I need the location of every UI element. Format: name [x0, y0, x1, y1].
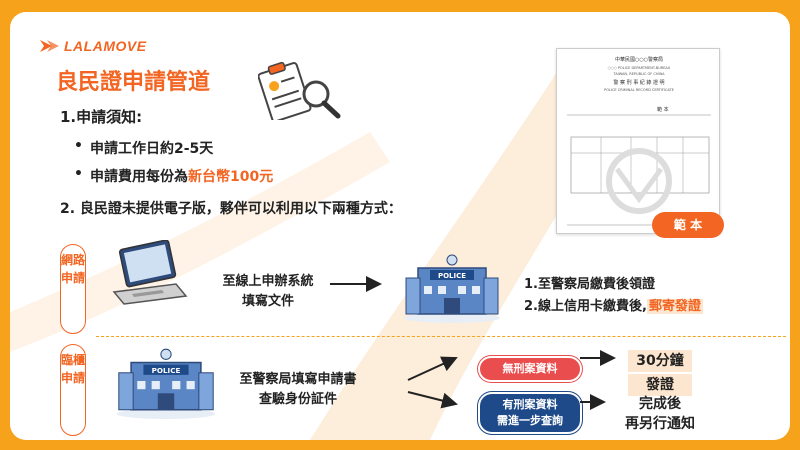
brand-logo: LALAMOVE	[38, 38, 147, 54]
counter-text-line2: 查驗身份証件	[258, 392, 337, 407]
result-30min-line1: 30分鐘	[628, 350, 692, 372]
result-notify-line1: 完成後	[639, 396, 681, 412]
online-steps: 1.至警察局繳費後領證 2.線上信用卡繳費後,郵寄發證	[524, 274, 703, 318]
page-title: 良民證申請管道	[56, 70, 211, 95]
online-apply-label: 網路申請	[60, 244, 86, 334]
bullet-fee-text: 申請費用每份為	[90, 169, 188, 185]
bullet-working-days: 申請工作日約2-5天	[74, 138, 213, 158]
police-station-icon-2: POLICE	[116, 348, 216, 419]
police-sign-text: POLICE	[438, 272, 466, 280]
no-record-badge: 無刑案資料	[480, 358, 580, 380]
online-text-line1: 至線上申辦系統	[222, 274, 314, 289]
methods-heading: 2. 良民證未提供電子版，夥伴可以利用以下兩種方式：	[60, 201, 402, 217]
has-record-badge: 有刑案資料 需進一步查詢	[480, 394, 580, 432]
cert-title-en: POLICE CRIMINAL RECORD CERTIFICATE	[604, 88, 674, 92]
fee-amount: 新台幣100元	[188, 169, 274, 185]
bullet-fee: 申請費用每份為新台幣100元	[74, 166, 273, 186]
cert-sample-word: 範 本	[657, 106, 669, 113]
brand-name: LALAMOVE	[64, 38, 147, 54]
sample-badge: 範 本	[652, 212, 724, 238]
online-step-1: 1.至警察局繳費後領證	[524, 277, 655, 292]
counter-apply-label: 臨櫃申請	[60, 344, 86, 436]
has-record-line1: 有刑案資料	[502, 398, 558, 411]
police-sign-text-2: POLICE	[152, 366, 181, 375]
result-30min-line2: 發證	[628, 374, 692, 396]
mail-certificate-highlight: 郵寄發證	[646, 299, 703, 314]
row-divider	[96, 336, 786, 337]
main-card: LALAMOVE 良民證申請管道 1.申請須知: 申請工作日約2-5天 申請費用…	[10, 12, 790, 440]
clipboard-magnifier-icon	[258, 61, 341, 120]
certificate-sample: 中華民國○○○警察局 ○○○ POLICE DEPARTMENT-BUREAU …	[556, 48, 720, 234]
requirements-heading: 1.申請須知:	[60, 108, 143, 126]
police-station-icon: POLICE	[404, 254, 500, 323]
counter-instructions: 至警察局填寫申請書 查驗身份証件	[228, 370, 368, 410]
laptop-icon	[112, 240, 188, 305]
online-instructions: 至線上申辦系統 填寫文件	[198, 272, 338, 312]
result-notify: 完成後 再另行通知	[610, 394, 710, 434]
counter-text-line1: 至警察局填寫申請書	[239, 372, 357, 387]
cert-header: 中華民國○○○警察局	[615, 56, 663, 63]
lalamove-logo-icon	[40, 40, 59, 52]
certificate-image: 中華民國○○○警察局 ○○○ POLICE DEPARTMENT-BUREAU …	[567, 56, 711, 226]
cert-sub1: ○○○ POLICE DEPARTMENT-BUREAU	[608, 66, 671, 70]
result-30min: 30分鐘 發證	[628, 348, 692, 398]
bullet-working-days-text: 申請工作日約2-5天	[90, 141, 214, 157]
cert-sub2: TAIWAN, REPUBLIC OF CHINA	[612, 72, 665, 76]
result-notify-line2: 再另行通知	[625, 416, 695, 432]
has-record-line2: 需進一步查詢	[497, 414, 563, 427]
online-text-line2: 填寫文件	[241, 294, 294, 309]
cert-title-zh: 警 察 刑 事 紀 錄 證 明	[613, 79, 664, 86]
online-step-2-text: 2.線上信用卡繳費後,	[524, 299, 647, 314]
online-step-2: 2.線上信用卡繳費後,郵寄發證	[524, 296, 703, 318]
